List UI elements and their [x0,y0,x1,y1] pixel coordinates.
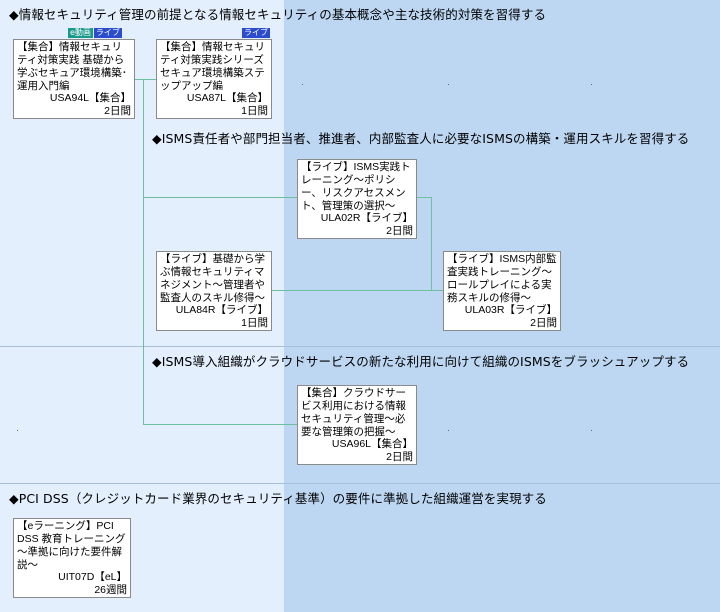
section-heading: ◆ISMS責任者や部門担当者、推進者、内部監査人に必要なISMSの構築・運用スキ… [152,131,690,146]
course-title: 【ライブ】ISMS実践トレーニング～ポリシー、リスクアセスメント、管理策の選択～ [301,161,411,212]
course-code: ULA02R【ライブ】 [320,212,413,224]
course-code: UIT07D【eL】 [58,571,127,583]
badge-evideo: e動画 [68,28,93,38]
course-card-ula03r[interactable]: 【ライブ】ISMS内部監査実践トレーニング～ロールプレイによる実務スキルの修得～… [443,251,561,331]
empty-cell-marker [591,84,592,85]
course-title: 【集合】クラウドサービス利用における情報セキュリティ管理～必要な管理策の把握～ [301,387,406,438]
delivery-badges: ライブ [242,28,270,38]
course-duration: 2日間 [386,225,413,237]
course-title: 【ライブ】基礎から学ぶ情報セキュリティマネジメント～管理者や監査人のスキル修得～ [160,253,265,304]
course-code: ULA84R【ライブ】 [175,304,268,316]
course-title: 【集合】情報セキュリティ対策実践 基礎から学ぶセキュア環境構築･運用入門編 [17,41,128,92]
course-title: 【eラーニング】PCI DSS 教育トレーニング ～準拠に向けた要件解説～ [17,520,126,571]
empty-cell-marker [17,430,18,431]
delivery-badges: e動画 ライブ [68,28,122,38]
section-heading: ◆情報セキュリティ管理の前提となる情報セキュリティの基本概念や主な技術的対策を習… [9,7,547,22]
course-card-usa87l[interactable]: 【集合】情報セキュリティ対策実践シリーズ セキュア環境構築ステップアップ編 US… [156,39,272,119]
course-card-uit07d[interactable]: 【eラーニング】PCI DSS 教育トレーニング ～準拠に向けた要件解説～ UI… [13,518,131,598]
connector-line [143,197,297,198]
badge-live: ライブ [242,28,270,38]
connector-line [272,290,444,291]
course-code: USA94L【集合】 [49,92,131,104]
course-card-ula02r[interactable]: 【ライブ】ISMS実践トレーニング～ポリシー、リスクアセスメント、管理策の選択～… [297,159,417,239]
section-heading: ◆PCI DSS（クレジットカード業界のセキュリティ基準）の要件に準拠した組織運… [9,491,547,506]
connector-line [417,197,431,198]
course-code: ULA03R【ライブ】 [464,304,557,316]
course-card-usa96l[interactable]: 【集合】クラウドサービス利用における情報セキュリティ管理～必要な管理策の把握～ … [297,385,417,465]
course-title: 【集合】情報セキュリティ対策実践シリーズ セキュア環境構築ステップアップ編 [160,41,265,92]
connector-line [134,79,156,80]
connector-line [431,197,432,290]
course-code: USA87L【集合】 [186,92,268,104]
empty-cell-marker [591,430,592,431]
course-duration: 1日間 [241,317,268,329]
section-divider [0,346,720,347]
connector-line [143,424,297,425]
empty-cell-marker [448,84,449,85]
course-duration: 26週間 [94,584,127,596]
course-title: 【ライブ】ISMS内部監査実践トレーニング～ロールプレイによる実務スキルの修得～ [447,253,557,304]
connector-trunk [143,79,144,425]
empty-cell-marker [302,84,303,85]
course-duration: 2日間 [386,451,413,463]
course-duration: 2日間 [530,317,557,329]
course-duration: 2日間 [104,105,131,117]
badge-live: ライブ [93,28,122,38]
course-card-ula84r[interactable]: 【ライブ】基礎から学ぶ情報セキュリティマネジメント～管理者や監査人のスキル修得～… [156,251,272,331]
section-divider [0,483,720,484]
course-code: USA96L【集合】 [331,438,413,450]
empty-cell-marker [448,430,449,431]
section-heading: ◆ISMS導入組織がクラウドサービスの新たな利用に向けて組織のISMSをブラッシ… [152,354,690,369]
course-duration: 1日間 [241,105,268,117]
course-card-usa94l[interactable]: 【集合】情報セキュリティ対策実践 基礎から学ぶセキュア環境構築･運用入門編 US… [13,39,135,119]
